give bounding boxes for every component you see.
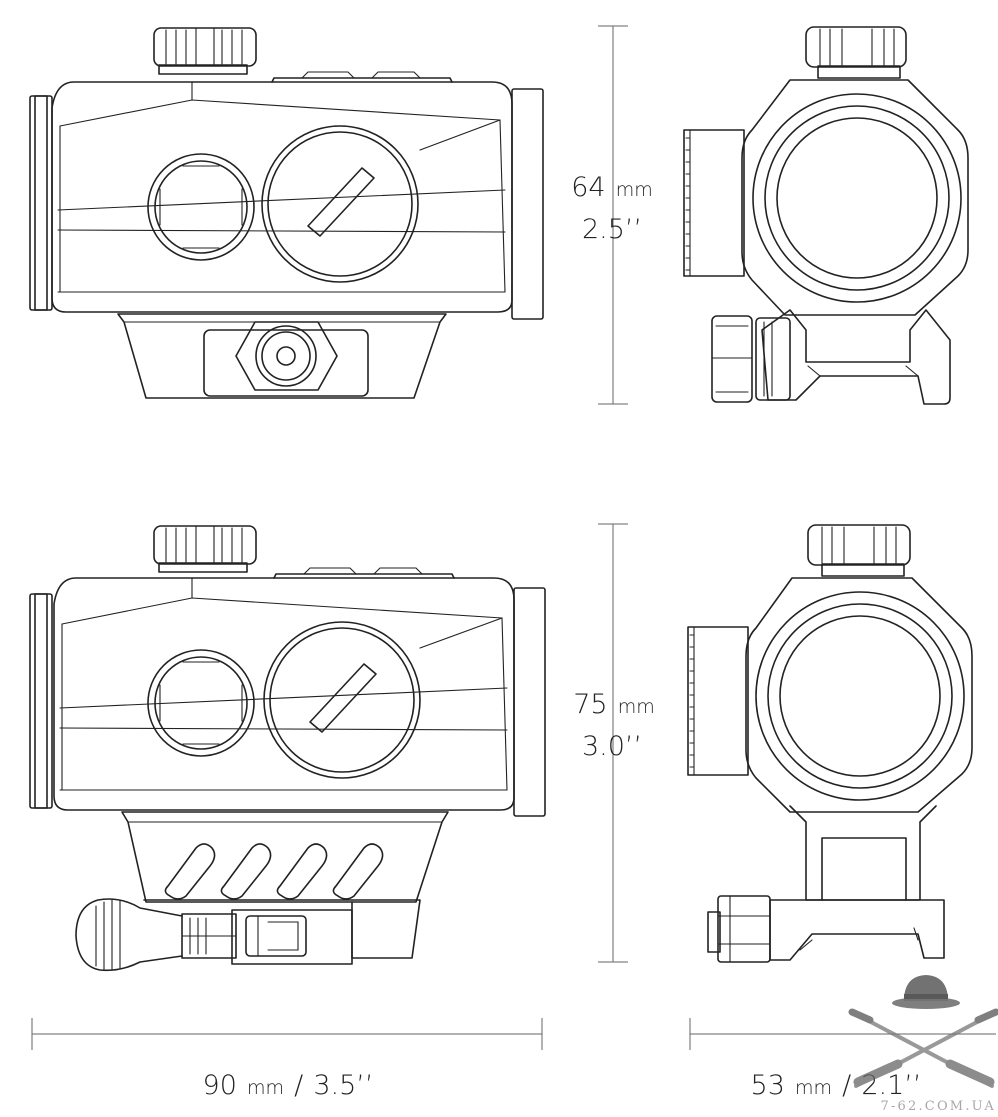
- crossed-rifles-icon: [848, 1008, 998, 1088]
- width-label: 53 mm / 2.1’’: [751, 1070, 922, 1101]
- height-riser-metric: 75 mm: [573, 689, 654, 720]
- dimension-height-low: [598, 25, 628, 405]
- height-low-metric: 64 mm: [571, 172, 652, 203]
- side-view-low-mount: [29, 27, 544, 399]
- watermark-text: 7-62.COM.UA: [880, 1099, 996, 1114]
- dimension-length: [31, 1018, 543, 1050]
- length-label: 90 mm / 3.5’’: [203, 1070, 374, 1101]
- front-view-riser-mount: [687, 524, 973, 963]
- side-view-riser-mount: [29, 525, 546, 972]
- front-view-low-mount: [683, 26, 969, 405]
- height-low-imperial: 2.5’’: [582, 214, 642, 245]
- adjustment-knob-icon: [153, 27, 257, 75]
- dimension-width: [689, 1018, 996, 1050]
- dimension-height-riser: [598, 523, 628, 963]
- height-riser-imperial: 3.0’’: [582, 731, 642, 762]
- watermark-logo: 7-62.COM.UA: [848, 975, 998, 1114]
- bowler-hat-icon: [892, 975, 960, 1009]
